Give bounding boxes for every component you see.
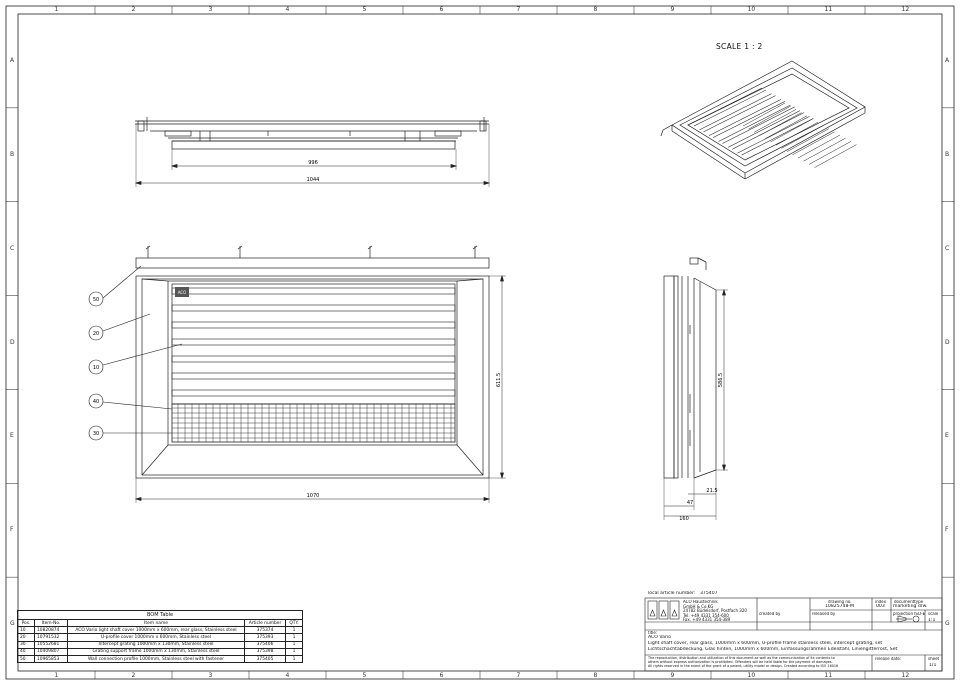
dim-front-height: 611.5 — [496, 373, 502, 387]
title-line-2: Light shaft cover, rear glass, 1000mm x … — [648, 641, 883, 646]
dim-side-offset: 21.5 — [706, 488, 717, 494]
bom-table: BOM Table Pos. Item-No. Item name Articl… — [17, 610, 303, 664]
index-label: index — [875, 600, 886, 604]
zone-column-label: 6 — [439, 672, 444, 679]
zone-column-label: 3 — [208, 672, 213, 679]
zone-column-label: 7 — [516, 672, 521, 679]
zone-column-label: 8 — [593, 6, 598, 13]
zone-column-label: 3 — [208, 6, 213, 13]
projection-label: projection ISO-E — [893, 612, 926, 616]
zone-column-label: 7 — [516, 6, 521, 13]
zone-column-label: 9 — [670, 672, 675, 679]
legal-line: The reproduction, distribution and utili… — [648, 656, 835, 660]
created-by-label: created by — [759, 612, 781, 616]
dim-top-inner: 996 — [308, 160, 318, 166]
zone-column-label: 4 — [285, 672, 290, 679]
iso-view — [660, 60, 866, 180]
zone-column-label: 12 — [901, 672, 910, 679]
company-line: Tel. +49 4331 354-600 — [683, 612, 729, 618]
dim-top-outer: 1044 — [307, 177, 320, 183]
zone-column-label: 5 — [362, 6, 367, 13]
bom-cell: 1 — [285, 654, 303, 664]
title-line-3: Lichtschachtabdeckung, Glas hinten, 1000… — [648, 647, 898, 652]
callout-40: 40 — [93, 399, 99, 405]
zone-column-label: 11 — [824, 6, 833, 13]
callout-30: 30 — [93, 431, 99, 437]
zone-column-label: 5 — [362, 672, 367, 679]
title-line-1: ACO Vario — [648, 635, 671, 640]
company-line: 24782 Büdelsdorf, Postfach 320 — [683, 608, 747, 614]
doc-type-label: documenttype — [894, 600, 924, 604]
index-value: 003 — [876, 604, 885, 609]
dim-front-width: 1070 — [307, 493, 320, 499]
zone-row-label: B — [945, 150, 950, 158]
sheet-label: sheet — [928, 657, 940, 661]
local-article-label: local article number: — [648, 591, 696, 596]
top-view — [134, 117, 491, 187]
scale-value: 1:1 — [928, 618, 936, 623]
zone-column-label: 2 — [131, 6, 136, 13]
zone-column-label: 2 — [131, 672, 136, 679]
zone-column-label: 10 — [747, 672, 756, 679]
bom-title: BOM Table — [17, 610, 303, 619]
zone-row-label: E — [945, 432, 949, 440]
zone-column-label: 1 — [54, 672, 59, 679]
zone-row-label: F — [945, 526, 949, 534]
zone-column-label: 10 — [747, 6, 756, 13]
doc-type-value: marketing drw. — [893, 604, 928, 609]
zone-row-label: A — [10, 56, 15, 64]
aco-logo-mark: ACO — [178, 290, 187, 295]
scale-label: scale — [928, 612, 939, 616]
dim-side-depth1: 47 — [687, 500, 693, 506]
view-scale-label: SCALE 1 : 2 — [716, 42, 763, 51]
zone-row-label: C — [10, 244, 15, 252]
callout-20: 20 — [93, 331, 99, 337]
zone-row-label: C — [945, 244, 950, 252]
zone-column-label: 6 — [439, 6, 444, 13]
legal-line: others without express authorization is … — [648, 660, 833, 664]
drawing-no-value: 10825748-M — [825, 604, 855, 609]
dim-side-height: 586.5 — [718, 373, 724, 387]
legal-notice: The reproduction, distribution and utili… — [648, 656, 870, 668]
zone-row-label: A — [945, 56, 950, 64]
zone-row-label: D — [10, 338, 15, 346]
zone-row-label: G — [10, 620, 15, 628]
zone-row-label: G — [945, 620, 950, 628]
zone-dividers — [6, 6, 954, 679]
bom-row: 50 10965853 Wall connection profile 1000… — [17, 654, 303, 664]
zone-column-label: 11 — [824, 672, 833, 679]
front-view — [134, 245, 506, 503]
callout-50: 50 — [93, 297, 99, 303]
legal-line: All rights reserved in the event of the … — [648, 664, 839, 668]
callouts — [88, 265, 183, 441]
dim-side-depth2: 160 — [679, 516, 689, 522]
zone-row-label: D — [945, 338, 950, 346]
company-line: Fax. +49 4331 354-389 — [683, 617, 731, 623]
zone-row-label: F — [10, 526, 14, 534]
company-address: ACO Haustechnik GmbH & Co.KG 24782 Büdel… — [683, 600, 747, 623]
released-by-label: released by — [812, 612, 836, 616]
company-line: ACO Haustechnik — [683, 600, 718, 604]
sheet-value: 1/1 — [929, 663, 937, 668]
callout-10: 10 — [93, 365, 99, 371]
zone-column-label: 4 — [285, 6, 290, 13]
zone-row-label: E — [10, 432, 14, 440]
zone-column-label: 12 — [901, 6, 910, 13]
zone-column-label: 1 — [54, 6, 59, 13]
zone-row-label: B — [10, 150, 15, 158]
title-label: title: — [648, 631, 658, 635]
local-article-value: 375407 — [700, 591, 718, 596]
drawing-no-label: drawing no. — [828, 600, 852, 604]
release-date-label: release date: — [875, 657, 902, 661]
zone-column-label: 8 — [593, 672, 598, 679]
zone-column-label: 9 — [670, 6, 675, 13]
side-view — [663, 257, 728, 520]
company-line: GmbH & Co.KG — [683, 603, 714, 609]
